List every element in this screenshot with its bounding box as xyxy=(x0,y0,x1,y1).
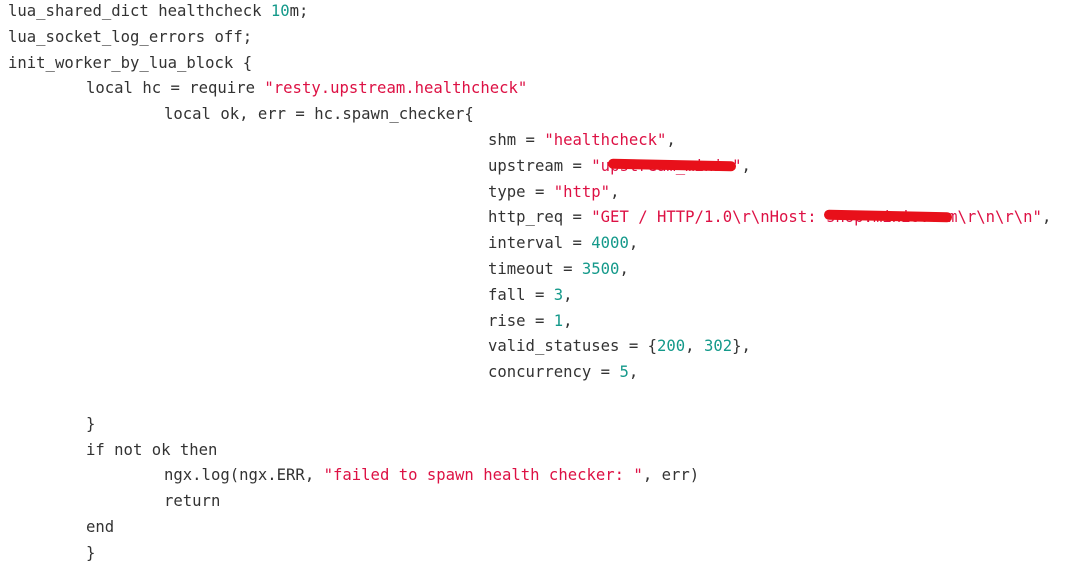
code-text: interval = xyxy=(488,234,592,253)
code-number: 5 xyxy=(619,363,629,382)
code-text: if not ok then xyxy=(86,440,218,459)
code-number: 4000 xyxy=(591,234,629,253)
code-text: , xyxy=(628,363,639,382)
code-string: "resty.upstream.healthcheck" xyxy=(264,79,528,98)
code-line: valid_statuses = {200, 302}, xyxy=(488,333,751,359)
code-text: } xyxy=(86,414,96,433)
code-text: local ok, err = hc.spawn_checker{ xyxy=(164,105,474,124)
code-text: fall = xyxy=(488,285,554,304)
code-string: "GET / HTTP/1.0\r\nHost: xyxy=(591,208,826,227)
code-text: }, xyxy=(732,337,751,356)
code-text: local hc = require xyxy=(86,79,265,98)
code-text: , xyxy=(628,234,639,253)
code-text: ngx.log(ngx.ERR, xyxy=(164,466,324,485)
code-line: interval = 4000, xyxy=(488,230,638,256)
code-line: end xyxy=(86,514,114,540)
code-line: shm = "healthcheck", xyxy=(488,127,676,153)
code-text: } xyxy=(86,543,96,562)
code-line: return xyxy=(164,488,220,514)
code-text: , xyxy=(610,182,620,201)
code-text: lua_shared_dict healthcheck xyxy=(8,2,271,20)
code-string: " xyxy=(732,156,742,175)
code-line: if not ok then xyxy=(86,437,217,463)
code-line: fall = 3, xyxy=(488,282,573,308)
code-line: timeout = 3500, xyxy=(488,256,629,282)
code-text: shm = xyxy=(488,131,545,149)
redacted-string: shop.minio.co xyxy=(826,204,948,230)
code-line: local ok, err = hc.spawn_checker{ xyxy=(164,101,474,127)
code-text: , xyxy=(563,285,573,304)
code-text: upstream = xyxy=(488,156,592,175)
code-text: , xyxy=(685,337,704,356)
code-line: init_worker_by_lua_block { xyxy=(8,50,252,76)
code-text: lua_socket_log_errors off; xyxy=(8,27,253,46)
code-line: } xyxy=(86,540,95,566)
code-line: rise = 1, xyxy=(488,308,573,334)
code-editor: lua_shared_dict healthcheck 10m; lua_sock… xyxy=(8,0,1080,562)
code-line: upstream = "upstream_minio", xyxy=(488,153,751,179)
code-line: lua_socket_log_errors off; xyxy=(8,24,252,50)
code-text: rise = xyxy=(488,311,554,330)
code-text: , xyxy=(563,311,573,330)
code-text: , xyxy=(619,260,629,278)
code-line: } xyxy=(86,411,95,437)
code-text: , xyxy=(741,156,751,175)
code-string: "u xyxy=(591,156,611,175)
code-number: 1 xyxy=(553,311,564,330)
code-line: http_req = "GET / HTTP/1.0\r\nHost: shop… xyxy=(488,204,1051,230)
code-text: type = xyxy=(488,182,554,201)
code-line: ngx.log(ngx.ERR, "failed to spawn health… xyxy=(164,462,699,488)
code-string: "http" xyxy=(553,182,611,201)
code-string: m\r\n\r\n" xyxy=(948,208,1042,227)
code-line: concurrency = 5, xyxy=(488,359,638,385)
code-number: 10 xyxy=(270,2,290,20)
redacted-string: pstream_minio xyxy=(610,153,732,179)
code-number: 3 xyxy=(553,285,564,304)
code-line: lua_shared_dict healthcheck 10m; xyxy=(8,0,308,24)
code-text: timeout = xyxy=(488,260,582,278)
code-text: return xyxy=(164,492,221,511)
code-string: "healthcheck" xyxy=(544,131,667,149)
code-text: , xyxy=(1041,208,1052,227)
code-text: init_worker_by_lua_block { xyxy=(8,53,253,72)
code-number: 3500 xyxy=(581,260,620,278)
code-text: http_req = xyxy=(488,208,592,227)
code-text: valid_statuses = { xyxy=(488,337,657,356)
code-number: 302 xyxy=(703,337,733,356)
code-text: concurrency = xyxy=(488,363,620,382)
code-text: end xyxy=(86,518,115,536)
code-text: , xyxy=(666,131,676,149)
code-line: local hc = require "resty.upstream.healt… xyxy=(86,75,527,101)
code-line: type = "http", xyxy=(488,179,619,205)
code-text: m; xyxy=(289,2,309,20)
code-string: "failed to spawn health checker: " xyxy=(323,466,643,485)
code-text: , err) xyxy=(642,466,700,485)
code-number: 200 xyxy=(657,337,686,356)
